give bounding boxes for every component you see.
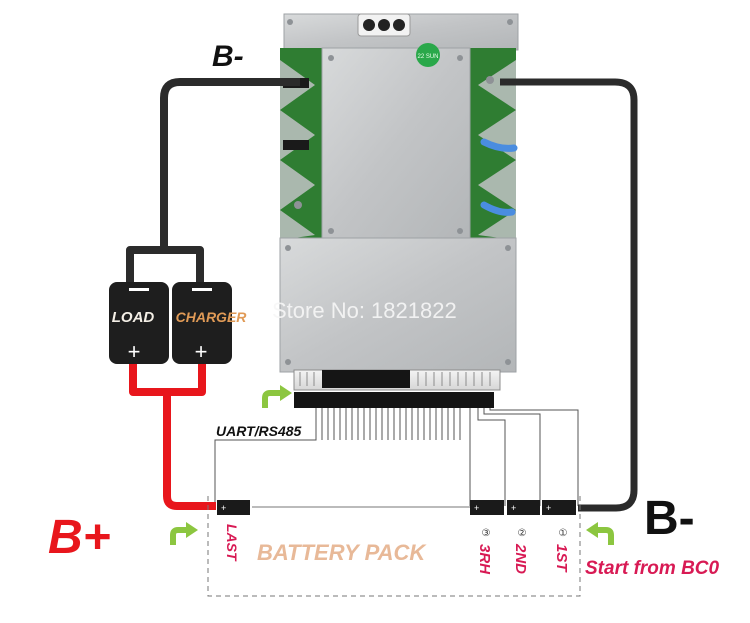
battery-cell-3rh: + [470, 500, 504, 515]
cell-label-1st: 1ST [553, 544, 570, 573]
blue-wire-upper [480, 138, 518, 152]
green-arrow-header-head [280, 385, 292, 401]
svg-text:+: + [511, 503, 516, 513]
b-plus-label: B+ [48, 511, 111, 564]
battery-pack-label: BATTERY PACK [257, 540, 427, 565]
cell-number-3rh: ③ [482, 528, 491, 539]
uart-rs485-label: UART/RS485 [216, 423, 302, 439]
cell-label-last: LAST [224, 524, 240, 562]
store-watermark: Store No: 1821822 [272, 298, 457, 323]
charger-plus-terminal: + [195, 339, 208, 364]
load-device: LOAD + [109, 282, 169, 364]
green-arrow-bplus-head [186, 522, 198, 538]
load-plus-terminal: + [128, 339, 141, 364]
charger-label: CHARGER [176, 309, 248, 325]
battery-cell-2nd: + [507, 500, 540, 515]
balance-header-block [294, 392, 494, 408]
b-minus-right-label: B- [644, 492, 695, 545]
cell-number-1st: ① [559, 528, 568, 539]
charger-device: CHARGER + [172, 282, 247, 364]
b-minus-wire-right [500, 78, 638, 512]
connector-pin [363, 19, 375, 31]
chip-label: 22 SUN [417, 54, 438, 60]
b-plus-wire [129, 360, 216, 510]
svg-text:+: + [546, 503, 551, 513]
charger-minus-terminal [192, 288, 212, 291]
black-cable-stub [283, 140, 309, 150]
b-minus-top-label: B- [212, 40, 244, 73]
svg-text:+: + [221, 503, 226, 513]
battery-cell-1st: + [542, 500, 576, 515]
load-minus-terminal [129, 288, 149, 291]
left-heatsink-tabs [280, 60, 315, 240]
green-arrow-header-icon [262, 390, 282, 408]
connector-pins-right [417, 372, 491, 386]
svg-text:+: + [474, 503, 479, 513]
battery-pack-boundary [207, 496, 581, 597]
green-arrow-bc0-head [586, 522, 598, 538]
balance-sense-wires [214, 408, 579, 506]
green-arrow-bc0-icon [596, 527, 614, 545]
charger-block [172, 282, 232, 364]
connector-pin [378, 19, 390, 31]
board-middle-plate [321, 47, 471, 241]
load-block [109, 282, 169, 364]
right-heatsink-tabs [478, 60, 516, 240]
start-from-bc0-label: Start from BC0 [585, 558, 720, 579]
blue-wire-lower [480, 201, 516, 216]
b-minus-wire-split [126, 246, 204, 292]
load-label: LOAD [112, 309, 155, 326]
connector-pin [393, 19, 405, 31]
board-screws [285, 19, 513, 365]
b-minus-wire-left [160, 78, 300, 248]
board-lower-plate [279, 237, 517, 373]
connector-dark-section [322, 370, 410, 388]
bms-board: 22 SUN [279, 13, 519, 391]
battery-cell-last: + [217, 500, 250, 515]
cell-label-2nd: 2ND [512, 543, 529, 574]
cell-label-3rh: 3RH [476, 544, 493, 575]
green-chip [416, 43, 440, 67]
cell-number-2nd: ② [518, 528, 527, 539]
connector-pins-left [299, 372, 315, 386]
green-arrow-bplus-icon [170, 527, 188, 545]
